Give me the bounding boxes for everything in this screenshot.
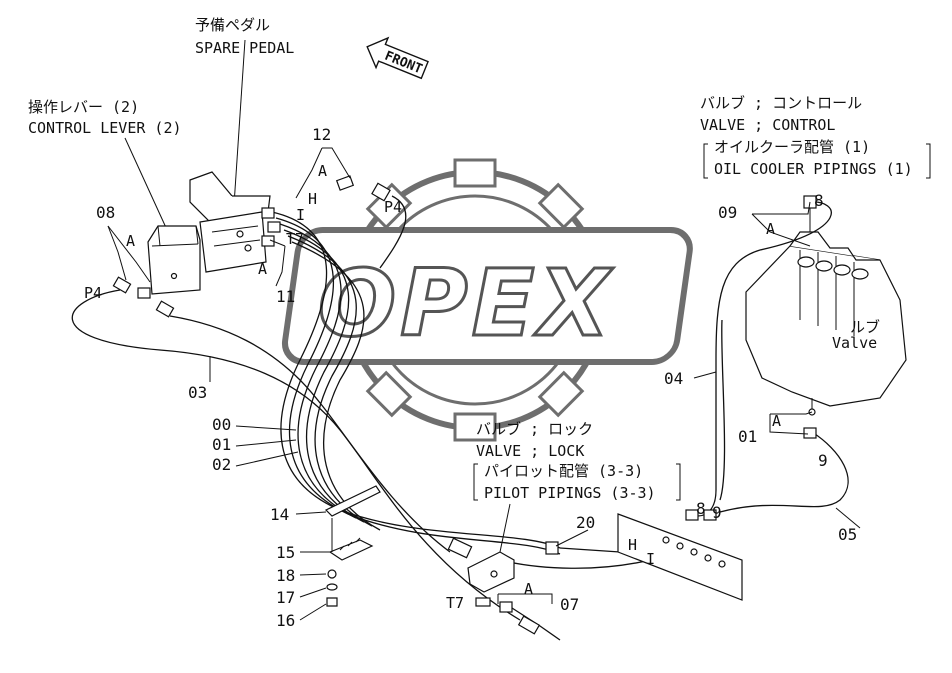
- valve-lock-label-jp: バルブ ; ロック: [476, 420, 593, 438]
- pilot-label-jp: パイロット配管 (3-3): [484, 462, 643, 480]
- pipe-lower2: [499, 559, 651, 569]
- part-12: 12: [312, 125, 331, 144]
- valve-control-label-jp: バルブ ; コントロール: [700, 94, 862, 112]
- control-lever: [124, 137, 201, 295]
- part-15: 15: [276, 543, 295, 562]
- bolt-16: [326, 597, 338, 607]
- valve-lock-label-en: VALVE ; LOCK: [476, 442, 584, 460]
- control-lever-label-jp: 操作レバー (2): [28, 98, 139, 116]
- part-8-top: 8: [814, 191, 824, 210]
- part-04: 04: [664, 369, 683, 388]
- part-9-right: 9: [818, 451, 828, 470]
- part-03: 03: [188, 383, 207, 402]
- leader-lines: [107, 147, 813, 604]
- lock-valve: [467, 503, 515, 593]
- control-valve: [745, 202, 907, 416]
- part-08: 08: [96, 203, 115, 222]
- spare-pedal-label-en: SPARE PEDAL: [195, 39, 294, 57]
- brace-pilot: [473, 463, 478, 501]
- hose-03: [71, 289, 521, 621]
- hose-04: [697, 201, 832, 517]
- port-t7-1: T7: [286, 230, 304, 248]
- port-h-2: H: [628, 536, 637, 554]
- port-a-2: A: [126, 232, 135, 250]
- part-01: 01: [212, 435, 231, 454]
- part-17: 17: [276, 588, 295, 607]
- front-arrow: FRONT: [366, 36, 429, 80]
- pilot-label-en: PILOT PIPINGS (3-3): [484, 484, 656, 502]
- part-11: 11: [276, 287, 295, 306]
- oil-cooler-label-en: OIL COOLER PIPINGS (1): [714, 160, 913, 178]
- spare-pedal: [189, 39, 271, 273]
- brace-oil-cooler: [703, 143, 708, 179]
- part-16: 16: [276, 611, 295, 630]
- brace-oil-cooler-r: [926, 143, 931, 179]
- part-8-lower: 8: [696, 499, 706, 518]
- port-i-2: I: [646, 550, 655, 568]
- port-h-1: H: [308, 190, 317, 208]
- hose-bundle: [271, 211, 561, 555]
- watermark-text: OPEX: [318, 250, 613, 357]
- hose-04b: [719, 319, 726, 501]
- hose-p4-right: [379, 195, 407, 269]
- part-9-lower: 9: [712, 503, 722, 522]
- part-leaders: [209, 356, 861, 621]
- oil-cooler-label-jp: オイルクーラ配管 (1): [714, 138, 870, 156]
- manifold-plate: [617, 513, 743, 601]
- control-lever-label-en: CONTROL LEVER (2): [28, 119, 182, 137]
- port-a-5: A: [772, 412, 781, 430]
- port-i-1: I: [296, 206, 305, 224]
- part-09: 09: [718, 203, 737, 222]
- part-14: 14: [270, 505, 289, 524]
- hose-03b: [169, 315, 451, 553]
- part-02: 02: [212, 455, 231, 474]
- port-t7-2: T7: [446, 594, 464, 612]
- part-01-right: 01: [738, 427, 757, 446]
- part-07: 07: [560, 595, 579, 614]
- port-a-1: A: [318, 162, 327, 180]
- port-a-4: A: [766, 220, 775, 238]
- watermark-gear: [281, 158, 693, 442]
- port-p4-right: P4: [384, 198, 402, 216]
- fitting-07: [475, 597, 561, 641]
- valve-body-label-jp: ルブ: [850, 318, 880, 336]
- valve-body-label-en: Valve: [832, 334, 877, 352]
- part-05: 05: [838, 525, 857, 544]
- port-a-3: A: [258, 260, 267, 278]
- part-20: 20: [576, 513, 595, 532]
- port-a-6: A: [524, 580, 533, 598]
- washer-18: [327, 569, 337, 579]
- clamp-15: [328, 518, 374, 561]
- part-00: 00: [212, 415, 231, 434]
- bracket-14: [324, 485, 381, 517]
- valve-control-label-en: VALVE ; CONTROL: [700, 116, 835, 134]
- fittings: [112, 175, 817, 559]
- port-p4-left: P4: [84, 284, 102, 302]
- spare-pedal-label-jp: 予備ペダル: [195, 16, 270, 34]
- washer-17: [326, 583, 338, 591]
- hose-05: [719, 431, 849, 513]
- part-18: 18: [276, 566, 295, 585]
- brace-pilot-r: [676, 463, 681, 501]
